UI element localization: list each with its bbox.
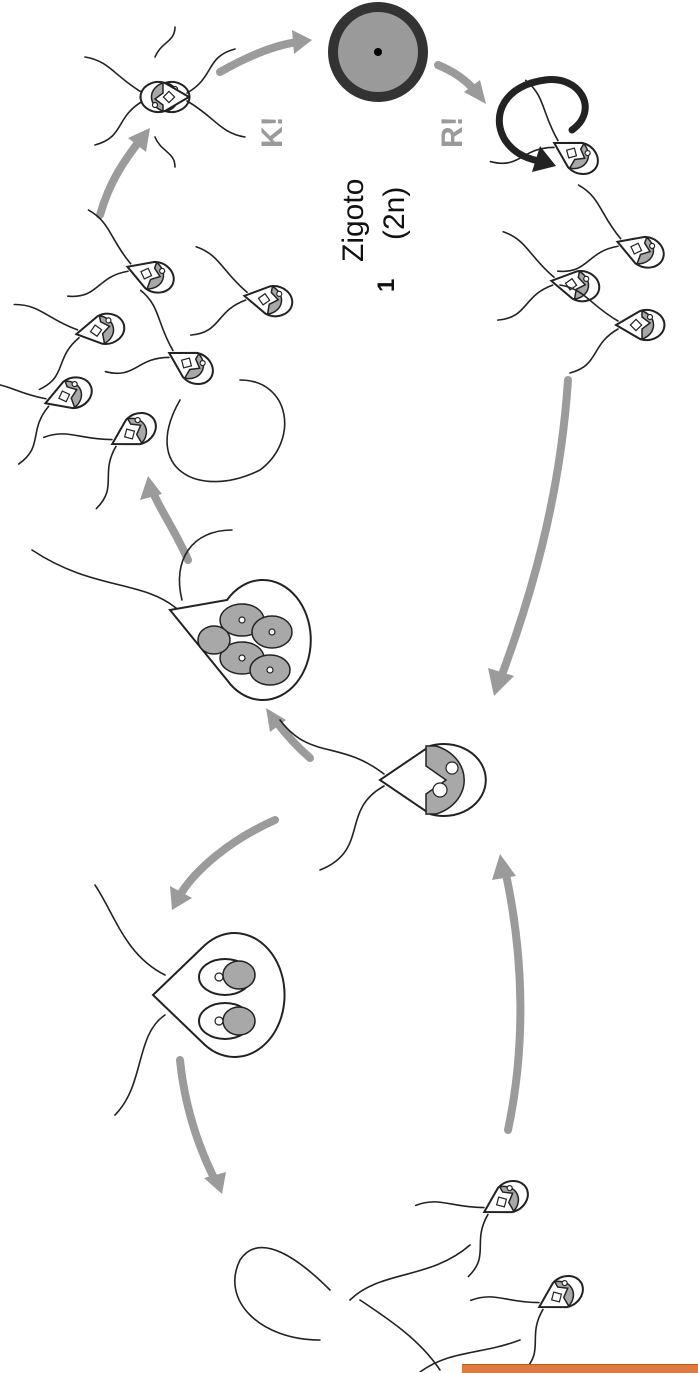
gamete-cluster	[0, 210, 299, 514]
gamete-cell-icon	[181, 247, 299, 352]
mature-cell-icon	[280, 720, 486, 870]
gamete-cell-icon	[482, 80, 616, 208]
cycle-arrows	[100, 30, 568, 1194]
arrow-zoosporangium-to-gametes	[152, 490, 188, 560]
fusing-gametes-icon	[85, 27, 245, 167]
dividing-cell-icon	[95, 885, 285, 1115]
arrow-vegetative-to-zoosporangium	[275, 720, 310, 758]
mitospore-cell-icon	[471, 1248, 605, 1372]
arrow-division-to-zoospores	[180, 1060, 215, 1180]
stage-r-label: R!	[436, 116, 469, 148]
zygote-name-label: Zigoto	[337, 179, 370, 262]
zoosporangium-icon	[32, 530, 311, 700]
arrow-vegetative-to-division	[180, 820, 275, 895]
arrow-gametes-to-fusion	[100, 140, 140, 215]
gamete-cell-icon	[97, 290, 231, 418]
gamete-cell-icon	[58, 210, 186, 328]
gamete-cell-icon	[0, 349, 107, 467]
zygote-ploidy-label: (2n)	[378, 187, 411, 240]
arrow-meiospores-to-vegetative	[500, 380, 568, 680]
stage-k-label: K!	[256, 116, 289, 148]
gamete-cell-icon	[14, 286, 132, 391]
zoospore-flagella	[235, 1248, 440, 1370]
gamete-cell-icon	[488, 232, 606, 337]
arrow-fusion-to-zygote	[220, 42, 298, 72]
arrow-zoospores-to-vegetative	[505, 870, 520, 1130]
stray-mark: 1	[373, 279, 400, 292]
mitospore-cell-icon	[416, 1153, 550, 1281]
zygote-icon	[333, 7, 423, 97]
